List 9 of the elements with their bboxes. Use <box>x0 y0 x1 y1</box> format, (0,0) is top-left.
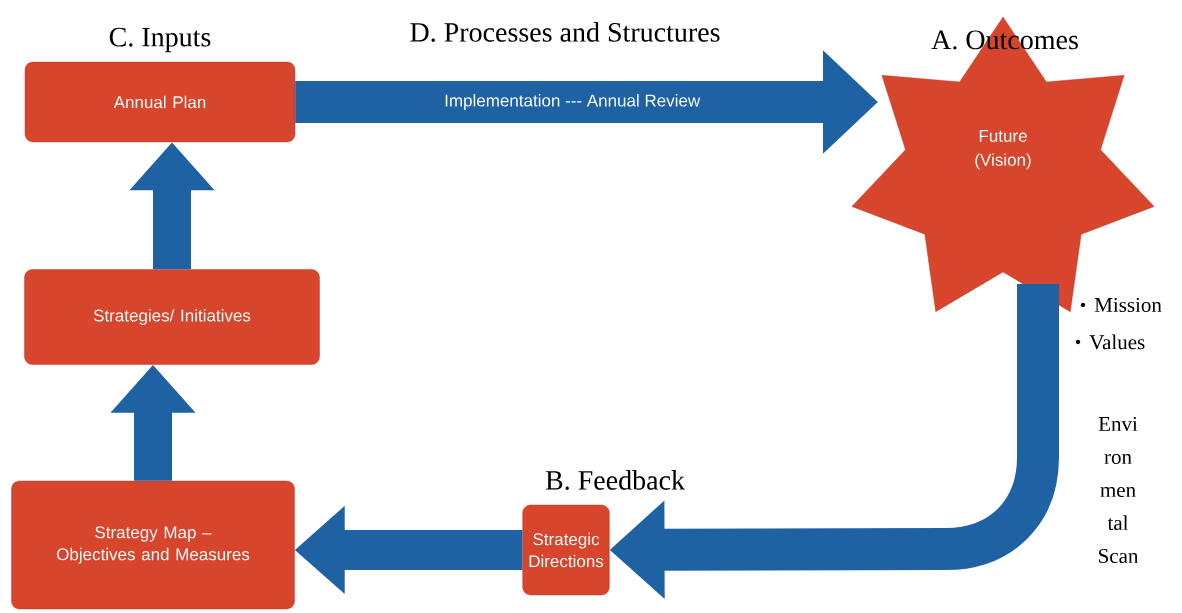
heading: D. Processes and Structures <box>410 22 720 42</box>
process-box: Annual Plan <box>24 61 296 143</box>
process-box: Strategy Map – Objectives and Measures <box>11 480 295 610</box>
bullet-item: Values <box>1089 334 1145 350</box>
process-box: Strategies/ Initiatives <box>24 269 320 365</box>
process-box: Strategic Directions <box>522 504 610 596</box>
heading: B. Feedback <box>545 470 685 490</box>
side-label: Envi ron men tal Scan <box>1098 416 1139 564</box>
edge-label: Implementation --- Annual Review <box>443 93 702 111</box>
